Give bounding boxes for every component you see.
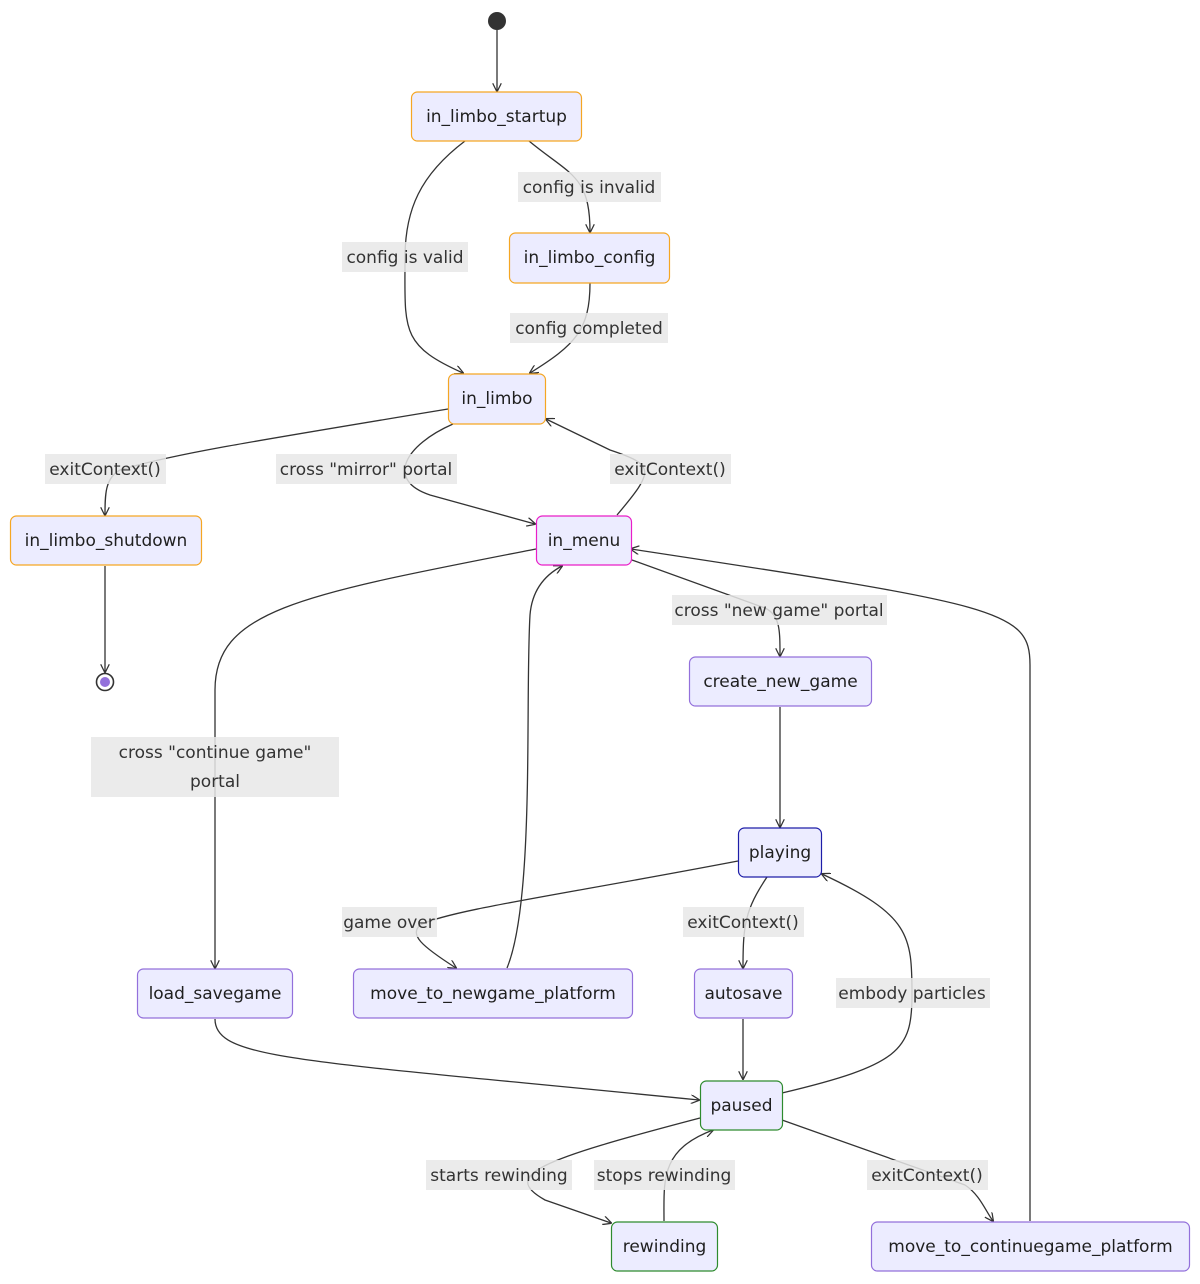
label-text: starts rewinding (430, 1166, 567, 1186)
state-label: rewinding (623, 1237, 707, 1257)
state-label: in_limbo_config (524, 248, 656, 268)
state-label: move_to_continuegame_platform (888, 1237, 1172, 1257)
start-state (488, 12, 506, 30)
label-text: config completed (515, 319, 663, 339)
state-autosave[interactable]: autosave (693, 968, 794, 1019)
state-in-limbo-config[interactable]: in_limbo_config (508, 232, 671, 284)
state-label: move_to_newgame_platform (370, 984, 616, 1004)
state-playing[interactable]: playing (737, 827, 823, 878)
state-label: load_savegame (149, 984, 282, 1004)
label-text: exitContext() (614, 460, 725, 480)
label-text: config is invalid (523, 178, 656, 198)
state-label: in_menu (548, 531, 621, 551)
label-text: config is valid (346, 248, 463, 268)
state-in-menu[interactable]: in_menu (535, 515, 633, 566)
state-label: in_limbo (461, 389, 532, 409)
label-config-is-invalid: config is invalid (518, 172, 661, 202)
label-cross-mirror-portal: cross "mirror" portal (276, 454, 457, 484)
edge-newgame-to-menu (506, 566, 562, 969)
edge-continue-to-menu (631, 549, 1031, 1221)
edge-playing-to-newgame (415, 860, 739, 968)
state-label: playing (749, 843, 811, 863)
label-config-completed: config completed (510, 313, 668, 343)
state-label: autosave (704, 984, 782, 1004)
label-playing-exitcontext: exitContext() (683, 907, 804, 937)
label-text: exitContext() (49, 460, 160, 480)
label-cross-continue-game-portal: cross "continue game" portal (91, 737, 339, 797)
label-stops-rewinding: stops rewinding (594, 1160, 735, 1190)
edges (105, 30, 1031, 1223)
state-load-savegame[interactable]: load_savegame (136, 968, 294, 1019)
label-text: game over (343, 913, 435, 933)
state-paused[interactable]: paused (699, 1080, 784, 1131)
label-paused-exitcontext: exitContext() (867, 1160, 988, 1190)
label-text-line-2: portal (190, 772, 240, 792)
state-rewinding[interactable]: rewinding (610, 1221, 719, 1272)
label-limbo-exitcontext: exitContext() (45, 454, 166, 484)
label-text: stops rewinding (597, 1166, 732, 1186)
label-game-over: game over (342, 907, 437, 937)
state-in-limbo[interactable]: in_limbo (447, 373, 547, 425)
label-menu-exitcontext: exitContext() (610, 454, 731, 484)
end-state (95, 672, 115, 692)
label-starts-rewinding: starts rewinding (426, 1160, 572, 1190)
edge-menu-to-load (215, 548, 537, 968)
label-text: exitContext() (687, 913, 798, 933)
state-move-to-newgame-platform[interactable]: move_to_newgame_platform (352, 968, 634, 1019)
state-move-to-continuegame-platform[interactable]: move_to_continuegame_platform (870, 1221, 1191, 1272)
state-in-limbo-startup[interactable]: in_limbo_startup (410, 91, 583, 142)
edge-load-to-paused (214, 1018, 699, 1100)
label-embody-particles: embody particles (836, 978, 990, 1008)
label-text-line-1: cross "continue game" (119, 743, 312, 763)
state-label: in_limbo_shutdown (25, 531, 188, 551)
label-text: embody particles (838, 984, 986, 1004)
state-label: paused (710, 1096, 772, 1116)
label-config-is-valid: config is valid (342, 242, 468, 272)
edge-labels: config is valid config is invalid config… (45, 172, 990, 1190)
label-cross-new-game-portal: cross "new game" portal (672, 595, 887, 625)
label-text: cross "new game" portal (674, 601, 883, 621)
state-label: create_new_game (703, 672, 857, 692)
state-in-limbo-shutdown[interactable]: in_limbo_shutdown (9, 515, 203, 566)
label-text: exitContext() (871, 1166, 982, 1186)
label-text: cross "mirror" portal (280, 460, 453, 480)
state-create-new-game[interactable]: create_new_game (688, 656, 873, 707)
state-label: in_limbo_startup (426, 107, 567, 127)
